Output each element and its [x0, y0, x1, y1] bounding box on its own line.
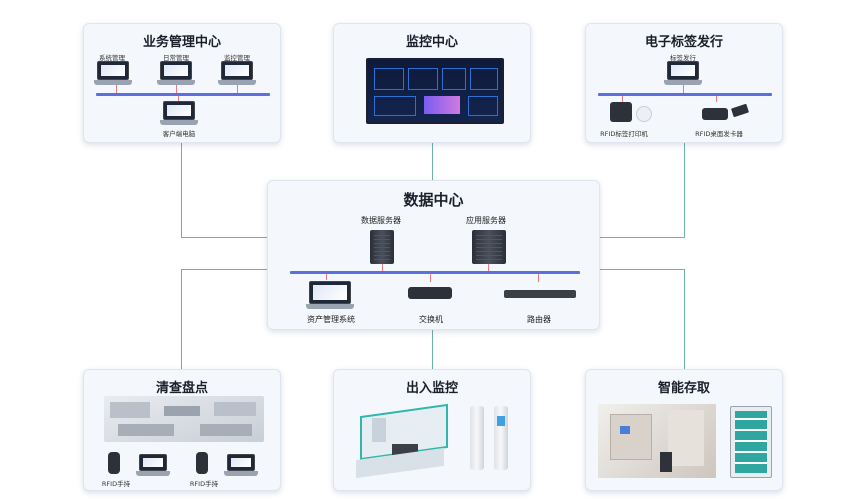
switch-icon [408, 287, 452, 299]
wire-dc-to-storage [598, 269, 685, 270]
label-app-server: 应用服务器 [466, 216, 506, 225]
data-center-bus [290, 271, 580, 274]
wire-tag-down [684, 142, 685, 238]
data-center-title: 数据中心 [403, 191, 464, 209]
wire-business-to-dc [181, 237, 267, 238]
rfid-printer-icon [610, 102, 632, 122]
client-laptop-icon [160, 101, 198, 125]
business-center-title: 业务管理中心 [142, 35, 221, 50]
label-rfid-desk-reader: RFID桌面发卡器 [695, 130, 743, 138]
data-server-icon [370, 230, 394, 264]
label-data-server: 数据服务器 [361, 216, 401, 225]
panel-data-center: 数据中心 数据服务器 应用服务器 资产管理系统 交换机 路由器 [267, 180, 600, 330]
tag-bus [598, 93, 772, 96]
label-asset-system: 资产管理系统 [307, 315, 355, 324]
panel-smart-storage: 智能存取 [585, 369, 783, 491]
asset-system-laptop-icon [306, 281, 354, 309]
rfid-card-icon [731, 103, 749, 118]
panel-inventory: 清查盘点 RFID手持 RFID手持 [83, 369, 281, 491]
panel-monitor-center: 监控中心 [333, 23, 531, 143]
laptop-icon [136, 454, 170, 476]
label-switch: 交换机 [419, 315, 443, 324]
label-rfid-handheld-1: RFID手持 [101, 480, 131, 488]
business-bus [96, 93, 270, 96]
rfid-gate-icon [470, 406, 484, 470]
rfid-card-reader-icon [702, 108, 728, 120]
access-room-image [352, 403, 448, 479]
router-icon [504, 290, 576, 298]
monitor-center-title: 监控中心 [405, 35, 458, 50]
tag-issue-title: 电子标签发行 [644, 35, 723, 50]
rfid-gate-icon [494, 406, 508, 470]
laptop-icon [94, 61, 132, 85]
office-floorplan-image [104, 396, 264, 442]
laptop-icon [218, 61, 256, 85]
laptop-icon [664, 61, 702, 85]
smart-cabinet-icon [730, 406, 772, 478]
wire-business-down [181, 142, 182, 238]
label-rfid-handheld-2: RFID手持 [189, 480, 219, 488]
label-client-pc: 客户端电脑 [162, 130, 196, 138]
wire-tag-to-dc [598, 237, 685, 238]
rfid-handheld-icon [108, 452, 120, 474]
label-roll-icon [636, 106, 652, 122]
panel-business-center: 业务管理中心 系统管理 日常管理 监控管理 客户端电脑 [83, 23, 281, 143]
rfid-handheld-icon [196, 452, 208, 474]
smart-storage-title: 智能存取 [657, 381, 710, 396]
label-tag-issue: 标签发行 [670, 54, 696, 62]
label-system-mgmt: 系统管理 [99, 54, 125, 62]
panel-tag-issue: 电子标签发行 标签发行 RFID标签打印机 RFID桌面发卡器 [585, 23, 783, 143]
storage-room-image [598, 404, 716, 478]
wire-monitor-down [432, 140, 433, 180]
label-monitor-mgmt: 监控管理 [224, 54, 250, 62]
laptop-icon [224, 454, 258, 476]
panel-access-monitor: 出入监控 [333, 369, 531, 491]
wire-dc-to-inventory [181, 269, 267, 270]
laptop-icon [157, 61, 195, 85]
label-daily-mgmt: 日常管理 [163, 54, 189, 62]
wire-access-up [432, 328, 433, 369]
app-server-icon [472, 230, 506, 264]
access-monitor-title: 出入监控 [405, 381, 458, 396]
monitor-dashboard-image [366, 58, 504, 124]
wire-inventory-up [181, 269, 182, 369]
label-rfid-printer: RFID标签打印机 [600, 130, 648, 138]
label-router: 路由器 [527, 315, 551, 324]
wire-storage-up [684, 269, 685, 369]
inventory-title: 清查盘点 [155, 381, 208, 396]
